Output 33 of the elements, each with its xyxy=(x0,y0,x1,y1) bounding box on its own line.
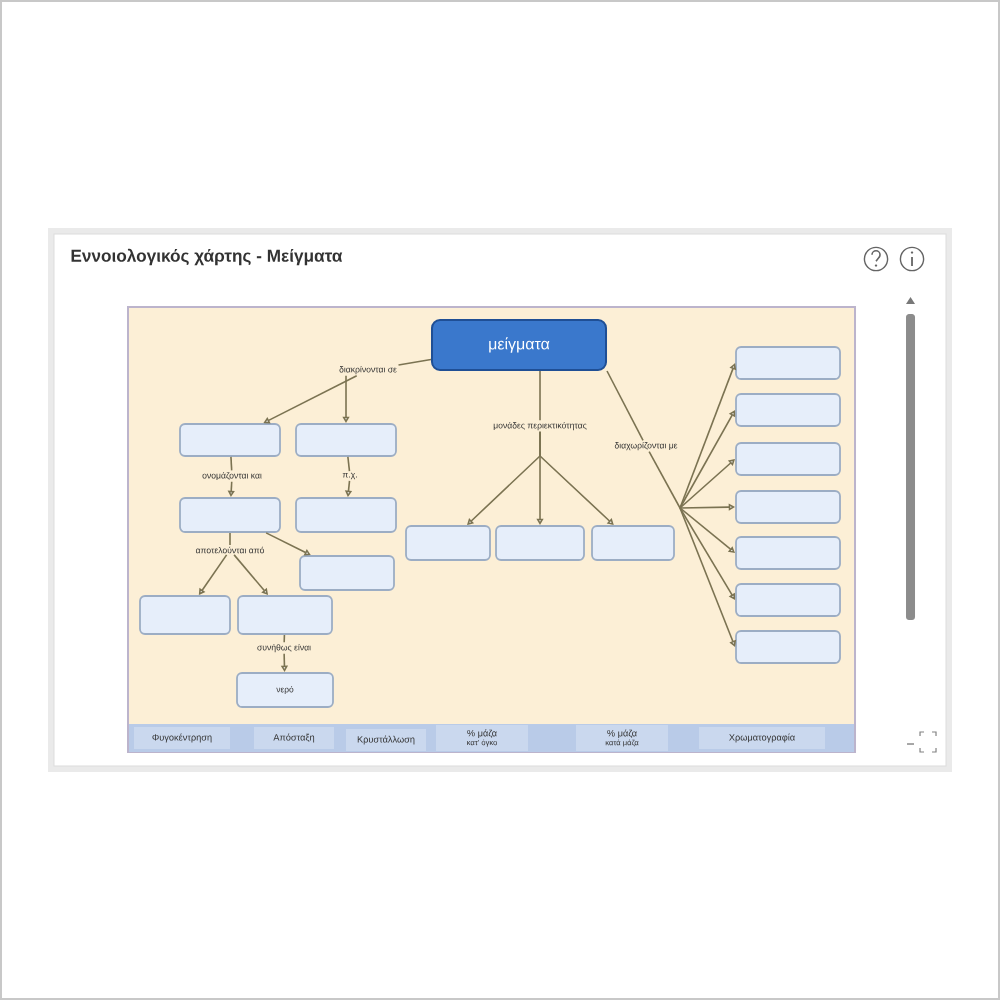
concept-box xyxy=(179,497,281,533)
concept-box xyxy=(735,536,841,570)
connector-line xyxy=(606,370,644,442)
concept-box xyxy=(735,442,841,476)
connector-line xyxy=(347,456,351,472)
concept-box xyxy=(735,393,841,427)
concept-box xyxy=(591,525,675,561)
concept-box xyxy=(735,490,841,524)
connector-line xyxy=(230,456,233,472)
concept-box xyxy=(405,525,491,561)
concept-box: μείγματα xyxy=(431,319,607,371)
concept-box xyxy=(179,423,281,457)
concept-box xyxy=(735,346,841,380)
connector-line xyxy=(397,358,432,366)
title: Εννοιολογικός χάρτης - Μείγματα xyxy=(71,248,343,266)
arrow xyxy=(342,374,350,423)
arrow xyxy=(679,507,737,647)
concept-box xyxy=(495,525,585,561)
arrow xyxy=(198,554,228,595)
arrow xyxy=(679,503,735,511)
concept-box xyxy=(299,555,395,591)
concept-box xyxy=(295,497,397,533)
connector-line xyxy=(539,370,541,422)
arrow xyxy=(679,507,736,600)
connector-line xyxy=(283,634,286,644)
concept-box xyxy=(139,595,231,635)
arrow xyxy=(265,532,311,556)
concept-box xyxy=(735,583,841,617)
concept-box xyxy=(735,630,841,664)
concept-box xyxy=(295,423,397,457)
arrow xyxy=(679,363,737,509)
connector-line xyxy=(229,532,231,546)
concept-box xyxy=(237,595,333,635)
